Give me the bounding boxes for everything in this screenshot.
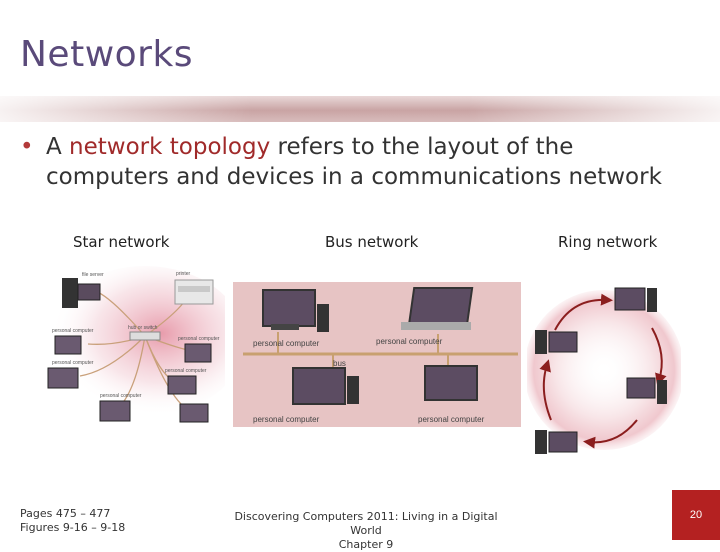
star-network-diagram: file server printer hub or switch person…: [40, 266, 225, 436]
bullet-text: A network topology refers to the layout …: [46, 132, 700, 192]
bullet-suffix: refers to the layout of the computers an…: [46, 134, 662, 190]
bus-label-pc-3: personal computer: [253, 415, 320, 424]
page-number-badge: 20: [672, 490, 720, 540]
bullet-prefix: A: [46, 134, 70, 160]
bus-label-pc-4: personal computer: [418, 415, 485, 424]
ring-network-illustration: [527, 270, 681, 470]
ring-network-diagram: [527, 270, 681, 470]
ring-network-label: Ring network: [558, 233, 658, 251]
title-divider-bar: [0, 96, 720, 122]
star-label-pc-3: personal computer: [52, 360, 94, 366]
star-label-pc-5: personal computer: [100, 393, 142, 399]
star-label-pc-2: personal computer: [178, 336, 220, 342]
bullet-point: • A network topology refers to the layou…: [20, 132, 700, 192]
bullet-marker: •: [20, 134, 34, 160]
bus-network-label: Bus network: [325, 233, 419, 251]
bus-network-diagram: personal computer personal computer bus …: [233, 282, 521, 427]
star-label-hub: hub or switch: [128, 325, 158, 331]
bullet-highlight-term: network topology: [69, 134, 271, 160]
bus-label-bus: bus: [333, 359, 346, 368]
star-network-illustration: file server printer hub or switch person…: [40, 266, 225, 436]
slide-title: Networks: [20, 34, 194, 75]
footer-pages: Pages 475 – 477: [20, 507, 111, 520]
footer-book-info: Discovering Computers 2011: Living in a …: [230, 510, 502, 552]
footer-book-title: Discovering Computers 2011: Living in a …: [234, 510, 498, 537]
star-network-label: Star network: [73, 233, 170, 251]
star-label-pc-1: personal computer: [52, 328, 94, 334]
footer-chapter: Chapter 9: [338, 538, 394, 551]
footer-figures: Figures 9-16 – 9-18: [20, 521, 126, 534]
footer-references: Pages 475 – 477 Figures 9-16 – 9-18: [20, 507, 125, 535]
star-label-printer: printer: [176, 271, 191, 277]
star-label-server: file server: [82, 272, 104, 278]
star-label-pc-4: personal computer: [165, 368, 207, 374]
bus-network-illustration: personal computer personal computer bus …: [233, 282, 521, 427]
bus-label-pc-1: personal computer: [253, 339, 320, 348]
bus-label-pc-2: personal computer: [376, 337, 443, 346]
